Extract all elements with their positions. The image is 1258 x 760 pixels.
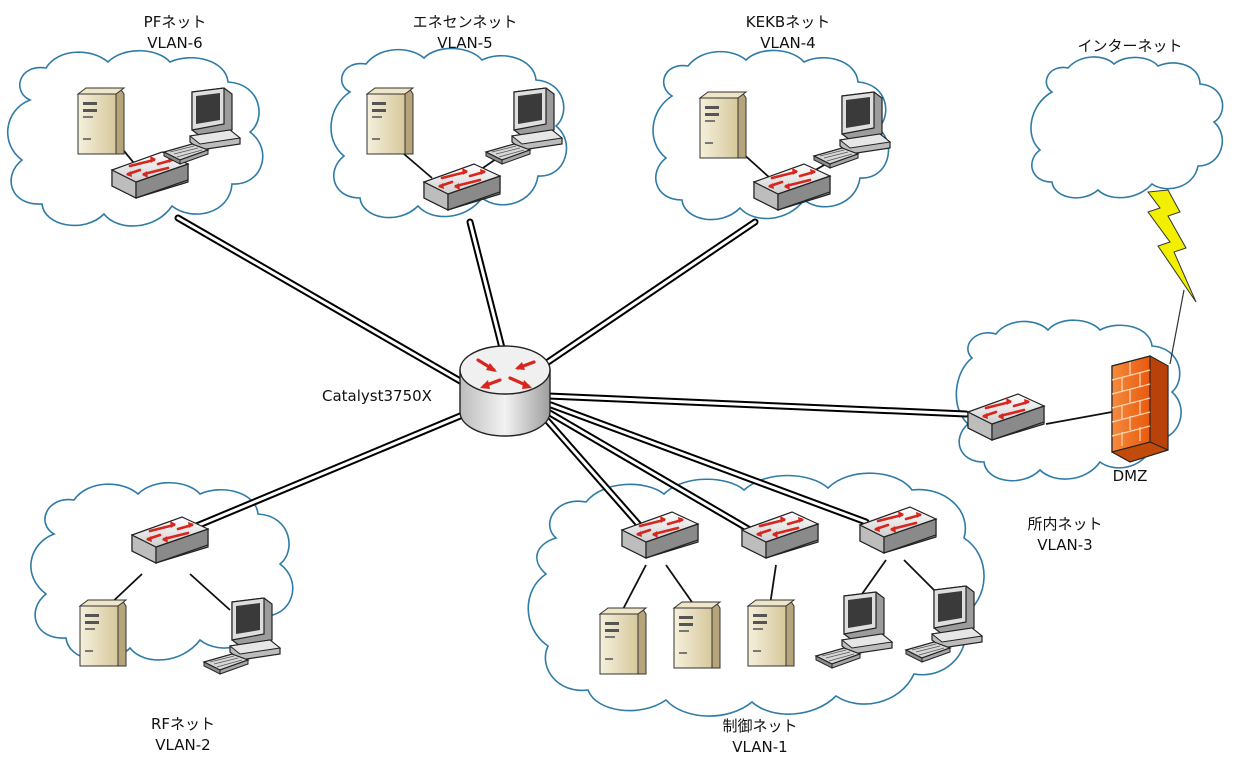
network-name: 制御ネット bbox=[722, 717, 798, 735]
server-icon bbox=[77, 87, 125, 155]
network-label-internet: インターネット bbox=[1060, 36, 1200, 57]
network-label-shonai: 所内ネット VLAN-3 bbox=[1000, 514, 1130, 556]
vlan-label: VLAN-1 bbox=[732, 738, 788, 756]
network-name: PFネット bbox=[143, 13, 207, 31]
vlan-label: VLAN-5 bbox=[437, 34, 493, 52]
server-icon bbox=[599, 607, 647, 675]
server-icon bbox=[79, 599, 127, 667]
server-icon bbox=[673, 601, 721, 669]
network-label-seigyo: 制御ネット VLAN-1 bbox=[700, 716, 820, 758]
network-name: 所内ネット bbox=[1027, 515, 1103, 533]
vlan-label: VLAN-6 bbox=[147, 34, 203, 52]
vlan-label: VLAN-4 bbox=[760, 34, 816, 52]
network-label-enesen: エネセンネット VLAN-5 bbox=[385, 12, 545, 54]
router-icon bbox=[459, 345, 551, 437]
network-name: インターネット bbox=[1077, 37, 1183, 55]
network-label-kekb: KEKBネット VLAN-4 bbox=[718, 12, 858, 54]
network-label-pf: PFネット VLAN-6 bbox=[110, 12, 240, 54]
dmz-label: DMZ bbox=[1112, 467, 1148, 485]
network-label-rf: RFネット VLAN-2 bbox=[128, 714, 238, 756]
vlan-label: VLAN-3 bbox=[1037, 536, 1093, 554]
server-icon bbox=[366, 87, 414, 155]
network-name: KEKBネット bbox=[745, 13, 831, 31]
server-icon bbox=[747, 599, 795, 667]
server-icon bbox=[699, 91, 747, 159]
cloud-icon bbox=[1030, 56, 1224, 199]
network-name: RFネット bbox=[150, 715, 216, 733]
core-router-label: Catalyst3750X bbox=[322, 387, 432, 405]
lightning-bolt-icon bbox=[1147, 189, 1197, 303]
vlan-label: VLAN-2 bbox=[155, 736, 211, 754]
firewall-icon bbox=[1111, 355, 1169, 463]
network-name: エネセンネット bbox=[412, 13, 518, 31]
